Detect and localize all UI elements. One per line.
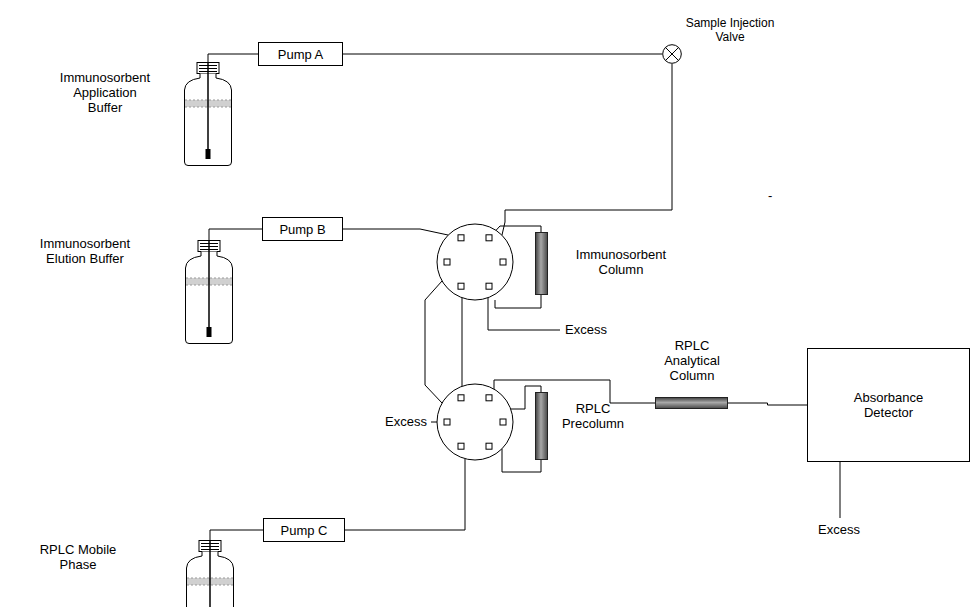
bottle-outline [180,62,236,166]
pump-box: Pump B [262,217,343,241]
valve-port [486,395,492,401]
injection-valve: Sample Injection Valve [662,44,682,64]
valve-port [500,419,506,425]
part-label: Immunosorbent Elution Buffer [35,236,135,266]
buffer-bottle: Immunosorbent Application Buffer [180,62,236,166]
stray-mark: - [768,188,772,203]
valve-port [458,283,464,289]
box-label: Absorbance Detector [844,390,934,420]
tubing-connector [728,403,807,405]
outlet-label: Excess [818,522,860,537]
valve-port [444,419,450,425]
valve-symbol [662,44,682,64]
switching-valve [437,224,513,460]
valve-ports [444,235,506,449]
part-label: Sample Injection Valve [678,16,782,44]
outlet-label: Excess [565,322,607,337]
tubing-connector [209,229,262,240]
valve-port [444,259,450,265]
valve-port [486,235,492,241]
valve-port [486,283,492,289]
part-label: RPLC Precolumn [554,401,632,431]
box-label: Pump B [279,222,325,237]
valve-port [458,443,464,449]
part-label: Immunosorbent Column [566,247,676,277]
mobile-phase-bottle: RPLC Mobile Phase [182,540,238,607]
box-label: Pump A [278,47,324,62]
bottle-outline [181,240,237,344]
valve-port [458,395,464,401]
part-label: Immunosorbent Application Buffer [55,70,155,115]
valve-port [458,235,464,241]
valve-port [500,259,506,265]
pump-box: Pump A [258,42,343,66]
box-label: Pump C [281,523,328,538]
tubing-connector [210,530,263,540]
valve-port [486,443,492,449]
tubing-connector [208,54,258,62]
outlet-label: Excess [385,414,427,429]
tubing-connector [343,54,662,55]
detector-box: Absorbance Detector [807,348,970,462]
part-label: RPLC Mobile Phase [33,542,123,572]
analytical-column: RPLC Analytical Column [655,397,728,409]
precolumn: RPLC Precolumn [535,392,548,460]
pump-box: Pump C [263,518,345,542]
immunosorbent-column: Immunosorbent Column [535,232,548,295]
tubing [343,64,840,530]
bottle-outline [182,540,238,607]
part-label: RPLC Analytical Column [647,338,737,383]
buffer-bottle: Immunosorbent Elution Buffer [181,240,237,344]
